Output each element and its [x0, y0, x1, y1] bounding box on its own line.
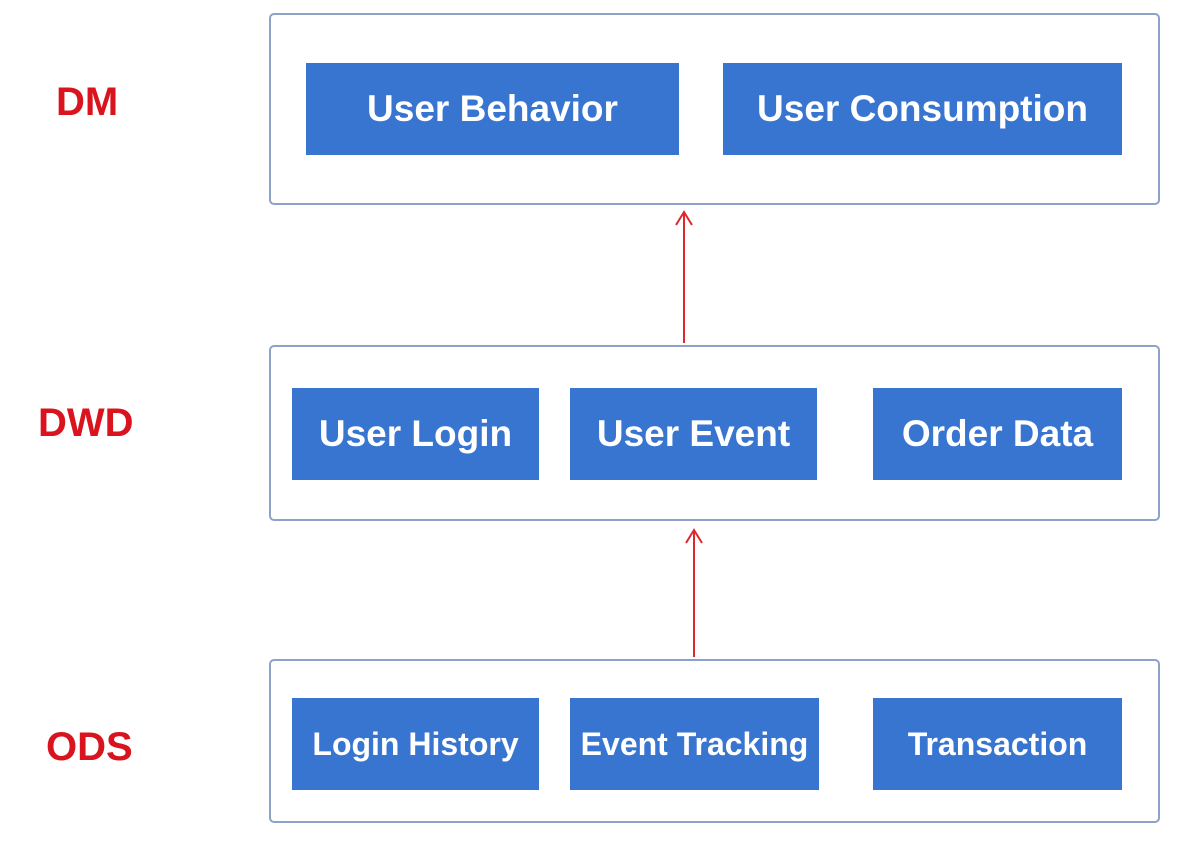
node-order-data: Order Data: [873, 388, 1122, 480]
arrow-dwd-to-dm: [675, 210, 693, 343]
layer-label-dwd: DWD: [38, 401, 134, 445]
node-user-consumption: User Consumption: [723, 63, 1122, 155]
node-event-tracking: Event Tracking: [570, 698, 819, 790]
arrow-ods-to-dwd: [685, 528, 703, 657]
node-transaction: Transaction: [873, 698, 1122, 790]
node-user-event: User Event: [570, 388, 817, 480]
layer-label-dm: DM: [56, 80, 119, 124]
node-user-behavior: User Behavior: [306, 63, 679, 155]
node-login-history: Login History: [292, 698, 539, 790]
node-user-login: User Login: [292, 388, 539, 480]
layer-label-ods: ODS: [46, 725, 133, 769]
